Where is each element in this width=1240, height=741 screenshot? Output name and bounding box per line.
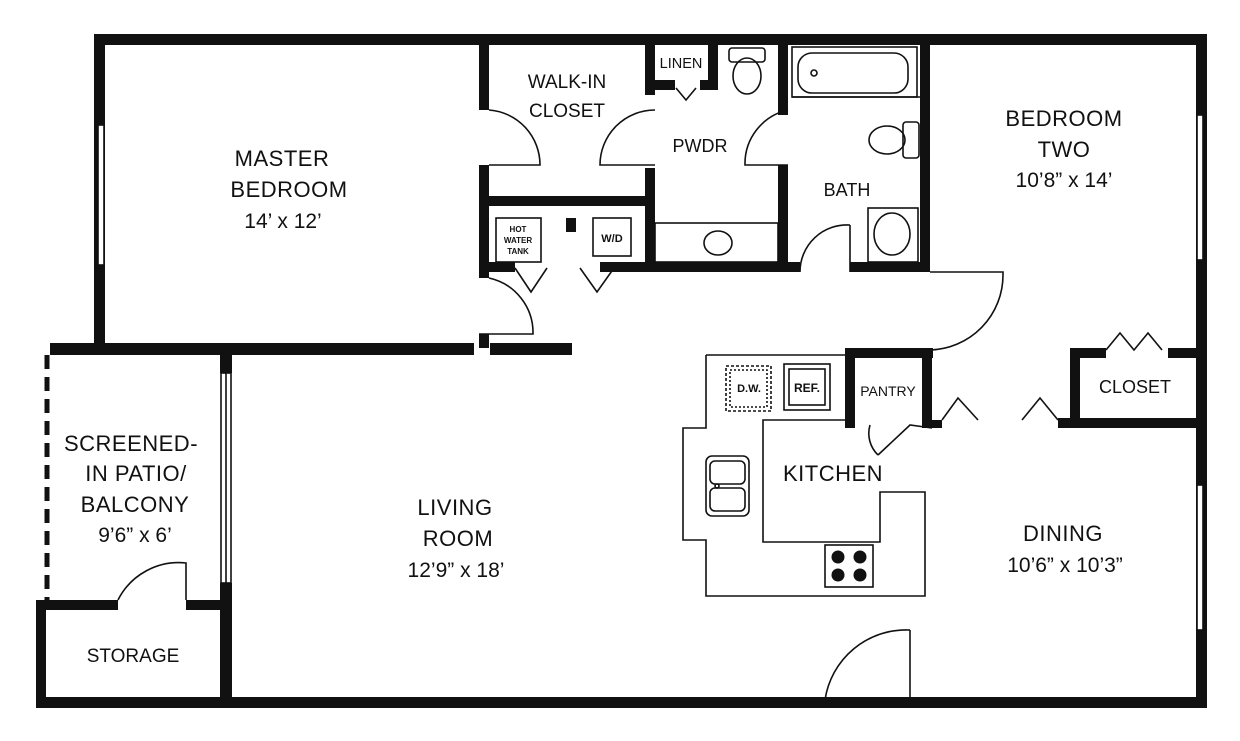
- bedroom-two-name-2: TWO: [1038, 137, 1091, 162]
- storage-label: STORAGE: [87, 646, 180, 667]
- dining-name: DINING: [1023, 521, 1103, 546]
- dishwasher-label: D.W.: [737, 383, 761, 395]
- patio-name-2: IN PATIO/: [85, 461, 187, 486]
- master-bedroom-name-2: BEDROOM: [230, 177, 347, 202]
- room-labels: MASTER BEDROOM 14’ x 12’ WALK-IN CLOSET …: [64, 56, 1171, 667]
- washer-dryer-label: W/D: [601, 233, 622, 245]
- hot-water-tank-line-2: WATER: [504, 236, 533, 245]
- walk-in-closet-name-2: CLOSET: [529, 101, 605, 122]
- pantry-label: PANTRY: [860, 383, 916, 399]
- closet-label: CLOSET: [1099, 377, 1171, 397]
- linen-label: LINEN: [660, 56, 703, 72]
- refrigerator-label: REF.: [794, 381, 820, 395]
- dining-dims: 10’6” x 10’3”: [1007, 554, 1123, 577]
- bath-label: BATH: [824, 180, 871, 200]
- fixtures: [44, 46, 1204, 701]
- patio-dims: 9’6” x 6’: [98, 524, 172, 547]
- bedroom-two-dims: 10’8” x 14’: [1016, 169, 1113, 192]
- living-room-name-1: LIVING: [417, 495, 492, 520]
- living-room-name-2: ROOM: [423, 526, 493, 551]
- walk-in-closet-name-1: WALK-IN: [528, 72, 606, 93]
- master-bedroom-name-1: MASTER: [235, 146, 330, 171]
- powder-label: PWDR: [673, 136, 728, 156]
- hot-water-tank-line-1: HOT: [510, 225, 527, 234]
- walls: [36, 34, 1207, 708]
- kitchen-label: KITCHEN: [783, 461, 883, 486]
- patio-name-1: SCREENED-: [64, 431, 198, 456]
- hot-water-tank-line-3: TANK: [507, 247, 529, 256]
- cooktop: [831, 550, 867, 582]
- patio-name-3: BALCONY: [81, 492, 190, 517]
- bedroom-two-name-1: BEDROOM: [1005, 106, 1122, 131]
- master-bedroom-dims: 14’ x 12’: [244, 210, 321, 233]
- living-room-dims: 12’9” x 18’: [408, 559, 505, 582]
